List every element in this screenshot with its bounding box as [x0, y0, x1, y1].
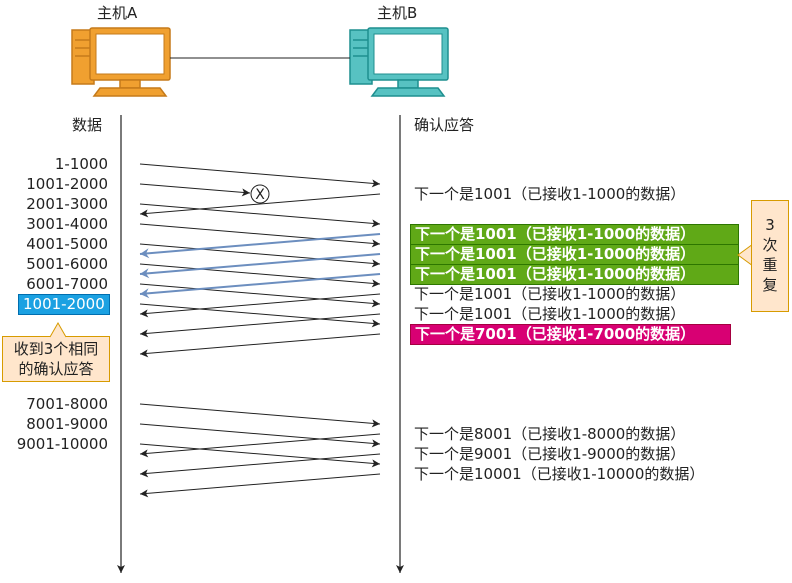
- ack-column-header: 确认应答: [414, 116, 475, 134]
- arrow-segment-retransmit: [139, 303, 381, 328]
- loss-marker-text: X: [255, 187, 265, 203]
- segment-label: 7001-8000: [26, 395, 108, 413]
- arrow-segment-10: [139, 443, 381, 468]
- ack-label: 下一个是1001（已接收1-1000的数据）: [414, 305, 686, 323]
- arrow-segment-8: [139, 403, 381, 428]
- arrow-segment-4: [139, 223, 381, 248]
- segment-label: 3001-4000: [26, 215, 108, 233]
- ack-label: 下一个是1001（已接收1-1000的数据）: [414, 285, 686, 303]
- arrow-ack-1: [139, 193, 381, 218]
- host-a-computer-icon: [71, 27, 171, 97]
- note-line: 收到3个相同: [13, 340, 99, 358]
- arrow-ack-dup-3: [139, 273, 381, 299]
- segment-label: 4001-5000: [26, 235, 108, 253]
- segment-label: 1001-2000: [26, 175, 108, 193]
- ack-dup-highlight: 下一个是1001（已接收1-1000的数据）: [410, 244, 739, 265]
- segment-label: 9001-10000: [16, 435, 108, 453]
- arrow-segment-5: [139, 243, 381, 268]
- host-b-computer-icon: [349, 27, 449, 97]
- note-char: 3: [765, 216, 775, 234]
- ack-label: 下一个是8001（已接收1-8000的数据）: [414, 425, 686, 443]
- arrow-segment-6: [139, 263, 381, 288]
- received-same-ack-note: 收到3个相同 的确认应答: [2, 336, 110, 382]
- note-char: 复: [762, 276, 778, 294]
- arrow-ack-dup-1: [139, 233, 381, 259]
- note-char: 次: [762, 236, 778, 254]
- ack-label: 下一个是10001（已接收1-10000的数据）: [414, 465, 705, 483]
- segment-label: 8001-9000: [26, 415, 108, 433]
- retransmit-segment-label: 1001-2000: [18, 294, 110, 315]
- ack-label: 下一个是9001（已接收1-9000的数据）: [414, 445, 686, 463]
- segment-label: 6001-7000: [26, 275, 108, 293]
- packet-loss-marker: X: [250, 184, 270, 204]
- segment-label: 5001-6000: [26, 255, 108, 273]
- note-line: 的确认应答: [18, 360, 94, 378]
- segment-label: 1-1000: [54, 155, 108, 173]
- arrow-ack-7001: [139, 333, 381, 358]
- note-char: 重: [762, 256, 778, 274]
- triple-dup-note: 3 次 重 复: [751, 200, 789, 312]
- host-a-label: 主机A: [97, 4, 138, 22]
- host-b-label: 主机B: [377, 4, 418, 22]
- arrow-ack-6: [139, 313, 381, 338]
- ack-dup-highlight: 下一个是1001（已接收1-1000的数据）: [410, 264, 739, 285]
- arrow-segment-3: [139, 203, 381, 228]
- note-tail: [49, 322, 67, 338]
- arrow-segment-9: [139, 423, 381, 448]
- arrow-ack-8001: [139, 433, 381, 458]
- data-column-header: 数据: [72, 116, 103, 134]
- arrow-ack-9001: [139, 453, 381, 478]
- arrow-ack-10001: [139, 473, 381, 498]
- arrow-segment-1: [139, 163, 381, 188]
- arrow-ack-dup-2: [139, 253, 381, 279]
- arrow-segment-2-lost: [139, 183, 251, 197]
- ack-7001-highlight: 下一个是7001（已接收1-7000的数据）: [410, 324, 731, 345]
- ack-dup-highlight: 下一个是1001（已接收1-1000的数据）: [410, 224, 739, 245]
- segment-label: 2001-3000: [26, 195, 108, 213]
- ack-label: 下一个是1001（已接收1-1000的数据）: [414, 185, 686, 203]
- arrow-ack-5: [139, 293, 381, 318]
- arrow-segment-7: [139, 283, 381, 308]
